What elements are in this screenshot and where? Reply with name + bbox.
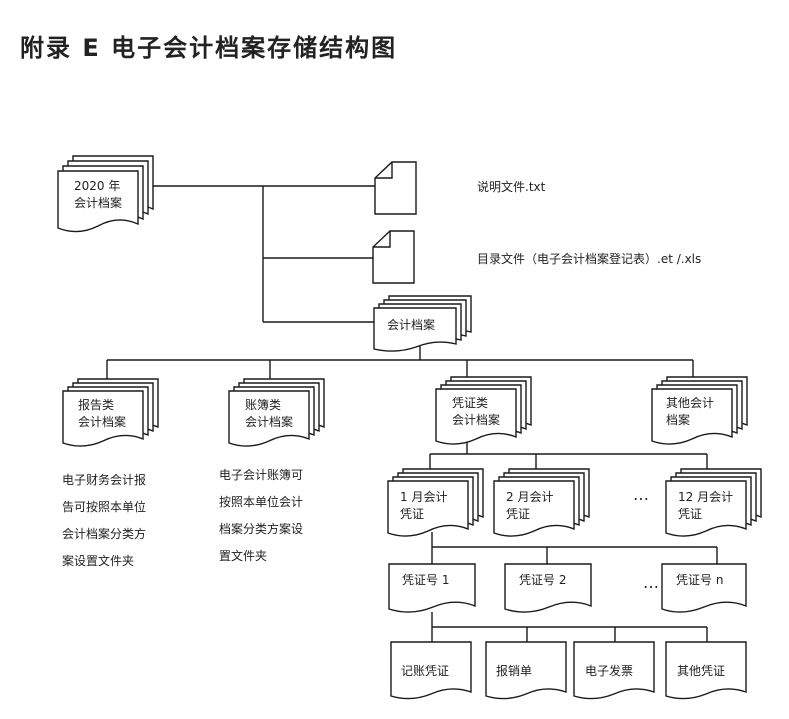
- report-note: 电子财务会计报 告可按照本单位 会计档案分类方 案设置文件夹: [62, 472, 146, 568]
- category-voucher-line1: 凭证类: [452, 395, 488, 410]
- category-voucher-node: 凭证类 会计档案: [435, 376, 532, 445]
- leaf-other-voucher-node: 其他凭证: [665, 641, 747, 700]
- month-ellipsis: …: [633, 485, 649, 504]
- ledger-note-line: 电子会计账簿可: [219, 467, 303, 482]
- voucher-ellipsis: …: [643, 573, 659, 592]
- month-12-line1: 12 月会计: [678, 490, 733, 504]
- ledger-note-line: 置文件夹: [219, 548, 267, 563]
- category-report-node: 报告类 会计档案: [62, 378, 159, 447]
- voucher-1-label: 凭证号 1: [402, 572, 449, 587]
- leaf-e-invoice-node: 电子发票: [573, 641, 655, 700]
- category-other-node: 其他会计 档案: [651, 376, 748, 445]
- month-2-node: 2 月会计 凭证: [493, 468, 590, 537]
- voucher-1-node: 凭证号 1: [388, 563, 476, 613]
- category-ledger-node: 账簿类 会计档案: [228, 378, 325, 447]
- leaf-bookkeeping-voucher-node: 记账凭证: [390, 641, 472, 700]
- month-2-line2: 凭证: [506, 506, 530, 521]
- root-label-year: 2020 年: [74, 179, 120, 193]
- archive-folder-node: 会计档案: [373, 295, 472, 352]
- voucher-2-label: 凭证号 2: [519, 572, 566, 587]
- month-12-line2: 凭证: [678, 506, 702, 521]
- ledger-note-line: 档案分类方案设: [219, 521, 303, 536]
- category-ledger-line1: 账簿类: [245, 397, 281, 412]
- ledger-note-line: 按照本单位会计: [219, 494, 303, 509]
- leaf-reimbursement-node: 报销单: [485, 641, 567, 700]
- month-2-line1: 2 月会计: [506, 490, 553, 504]
- leaf-reimbursement-label: 报销单: [496, 663, 532, 678]
- category-voucher-line2: 会计档案: [452, 412, 500, 427]
- connector-lines: [106, 185, 718, 642]
- category-ledger-line2: 会计档案: [245, 414, 293, 429]
- report-note-line: 告可按照本单位: [62, 499, 146, 514]
- root-archive-node: 2020 年 会计档案: [57, 155, 154, 233]
- readme-file-label: 说明文件.txt: [477, 179, 546, 194]
- voucher-2-node: 凭证号 2: [504, 563, 592, 613]
- month-1-line2: 凭证: [400, 506, 424, 521]
- page-title: 附录 E 电子会计档案存储结构图: [20, 34, 398, 62]
- ledger-note: 电子会计账簿可 按照本单位会计 档案分类方案设 置文件夹: [219, 467, 303, 563]
- month-1-line1: 1 月会计: [400, 490, 447, 504]
- month-12-node: 12 月会计 凭证: [665, 468, 762, 537]
- report-note-line: 电子财务会计报: [62, 472, 146, 487]
- category-report-line2: 会计档案: [78, 414, 126, 429]
- leaf-bookkeeping-voucher-label: 记账凭证: [401, 663, 449, 678]
- root-label-name: 会计档案: [74, 195, 122, 210]
- report-note-line: 案设置文件夹: [62, 553, 134, 568]
- voucher-n-node: 凭证号 n: [661, 563, 747, 613]
- readme-file-icon: [374, 161, 417, 215]
- index-file-label: 目录文件（电子会计档案登记表）.et /.xls: [477, 251, 701, 266]
- category-other-line2: 档案: [666, 412, 690, 427]
- month-1-node: 1 月会计 凭证: [387, 468, 484, 537]
- index-file-icon: [372, 230, 415, 284]
- category-report-line1: 报告类: [78, 397, 114, 412]
- category-other-line1: 其他会计: [666, 396, 714, 410]
- leaf-e-invoice-label: 电子发票: [585, 663, 633, 678]
- voucher-n-label: 凭证号 n: [676, 572, 723, 587]
- leaf-other-voucher-label: 其他凭证: [677, 663, 725, 678]
- report-note-line: 会计档案分类方: [62, 526, 146, 541]
- archive-folder-label: 会计档案: [387, 317, 435, 332]
